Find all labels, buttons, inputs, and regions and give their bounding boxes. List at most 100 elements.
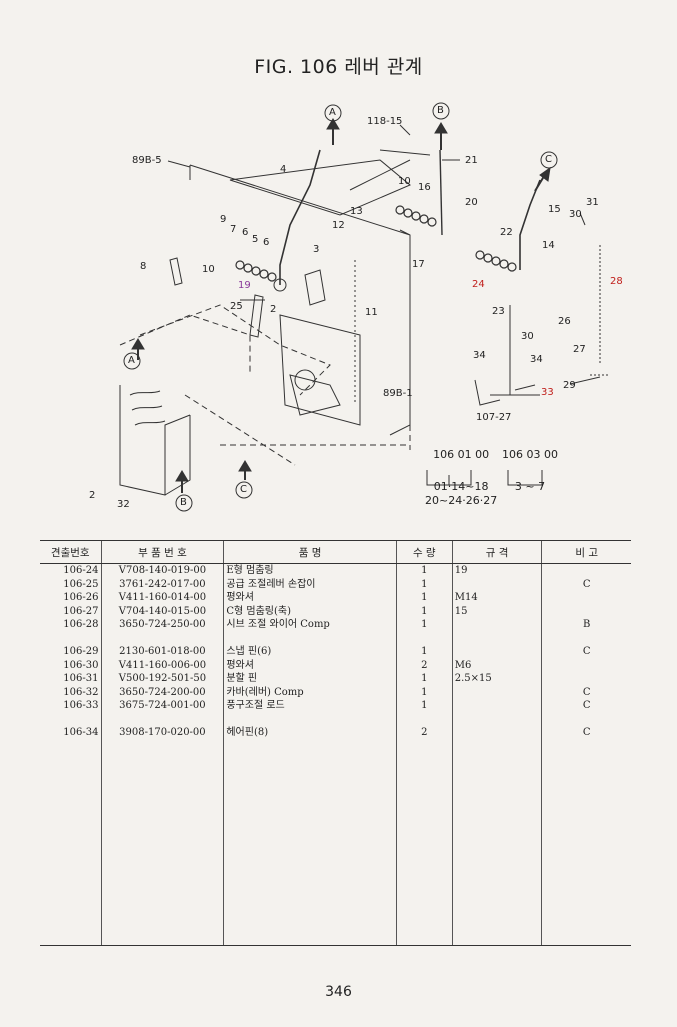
callout-label: 11	[365, 307, 378, 318]
spec-cell: M14	[451, 591, 542, 605]
table-filler-row	[40, 739, 631, 946]
diagram-drawing	[119, 102, 610, 512]
callout-label: 28	[610, 276, 623, 287]
part-number-cell: 2130-601-018-00	[100, 645, 224, 659]
part-name-cell: 카바(레버) Comp	[223, 685, 397, 699]
item-no-cell: 106-34	[63, 727, 99, 738]
callout-label: 33	[541, 387, 554, 398]
callout-label: 22	[500, 227, 513, 238]
spec-cell	[451, 577, 542, 591]
part-name-cell: 공급 조절레버 손잡이	[223, 577, 397, 591]
reference-group-right: 106 03 00 3 ~ 7	[502, 448, 558, 494]
callout-label: 24	[472, 279, 485, 290]
part-name-cell: 평와셔	[223, 591, 397, 605]
spec-cell	[451, 726, 542, 740]
part-name-cell	[223, 712, 397, 726]
empty-cell	[223, 739, 397, 946]
part-name-cell: 풍구조절 로드	[223, 699, 397, 713]
remarks-cell	[541, 591, 631, 605]
part-number-cell	[100, 712, 224, 726]
empty-cell	[40, 739, 101, 946]
remarks-cell	[541, 658, 631, 672]
quantity-cell: 1	[395, 672, 453, 686]
callout-label: 16	[418, 182, 431, 193]
callout-label: 15	[548, 204, 561, 215]
spec-cell	[451, 618, 542, 632]
callout-label: 5	[252, 234, 259, 245]
callout-label: 6	[263, 237, 270, 248]
item-no-cell: 106-31	[63, 673, 99, 684]
callout-label: 20	[465, 197, 478, 208]
part-number-cell: V500-192-501-50	[100, 672, 224, 686]
quantity-cell: 1	[395, 604, 453, 618]
part-number-cell: 3675-724-001-00	[100, 699, 224, 713]
callout-label: 2	[270, 304, 277, 315]
remarks-cell	[541, 631, 631, 645]
spec-cell	[451, 685, 542, 699]
reference-head: 106 03 00	[502, 448, 558, 461]
remarks-cell: C	[541, 685, 631, 699]
remarks-cell	[541, 604, 631, 618]
part-name-cell: 분할 핀	[223, 672, 397, 686]
part-number-cell: V708-140-019-00	[100, 563, 224, 578]
empty-cell	[451, 739, 542, 946]
callout-label: 10	[202, 264, 215, 275]
spec-cell	[451, 712, 542, 726]
callout-label: A	[329, 107, 336, 118]
item-no-cell	[40, 632, 101, 646]
remarks-cell	[541, 672, 631, 686]
part-name-cell: 시브 조절 와이어 Comp	[223, 618, 397, 632]
part-name-cell: E형 멈춤링	[223, 563, 397, 578]
callout-label: 6	[242, 227, 249, 238]
header-part-number: 부 품 번 호	[100, 540, 224, 564]
callout-label: 7	[230, 224, 237, 235]
part-name-cell: 헤어핀(8)	[223, 726, 397, 740]
page-number: 346	[325, 984, 352, 1000]
header-quantity: 수 량	[395, 540, 453, 564]
remarks-cell	[541, 712, 631, 726]
empty-cell	[100, 739, 224, 946]
part-number-cell: V411-160-014-00	[100, 591, 224, 605]
callout-label: 32	[117, 499, 130, 510]
table-spacer-row	[40, 631, 631, 646]
spec-cell: 15	[451, 604, 542, 618]
part-number-cell	[100, 631, 224, 645]
quantity-cell: 1	[395, 685, 453, 699]
part-number-cell: 3650-724-200-00	[100, 685, 224, 699]
spec-cell	[451, 699, 542, 713]
header-item-no: 견출번호	[40, 540, 101, 564]
part-number-cell: 3650-724-250-00	[100, 618, 224, 632]
part-number-cell: V411-160-006-00	[100, 658, 224, 672]
callout-label: 89B-1	[383, 388, 413, 399]
callout-label: A	[128, 355, 135, 366]
item-no-cell: 106-33	[63, 700, 99, 711]
reference-line: 01·14~18	[433, 479, 489, 493]
callout-label: 107-27	[476, 412, 512, 423]
part-name-cell: 스냅 핀(6)	[223, 645, 397, 659]
quantity-cell: 1	[395, 618, 453, 632]
reference-line: 20~24·26·27	[425, 493, 498, 507]
callout-label: 31	[586, 197, 599, 208]
callout-label: 10	[398, 176, 411, 187]
reference-line: 3 ~ 7	[514, 479, 546, 493]
callout-label: 25	[230, 301, 243, 312]
callout-label: 12	[332, 220, 345, 231]
part-number-cell: V704-140-015-00	[100, 604, 224, 618]
callout-label: 8	[140, 261, 147, 272]
callout-label: B	[437, 105, 444, 116]
figure-title: FIG. 106 레버 관계	[254, 56, 423, 78]
header-part-name: 품 명	[223, 540, 397, 564]
callout-label: 23	[492, 306, 505, 317]
empty-cell	[395, 739, 453, 946]
callout-label: 89B-5	[132, 155, 162, 166]
spec-cell: M6	[451, 658, 542, 672]
callout-label: C	[240, 484, 247, 495]
